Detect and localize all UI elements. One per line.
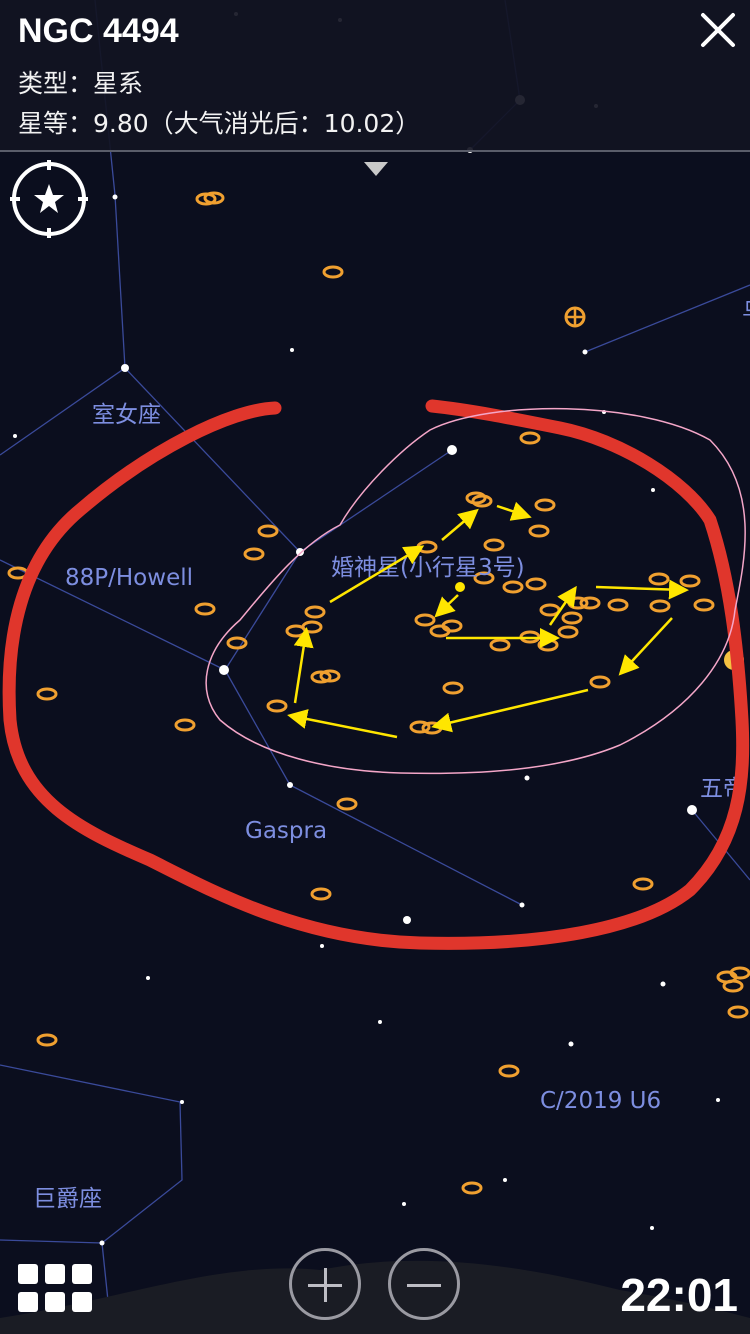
label-c2019-u6[interactable]: C/2019 U6 <box>540 1088 661 1114</box>
label-gaspra[interactable]: Gaspra <box>245 818 327 844</box>
label-virgo[interactable]: 室女座 <box>92 402 161 428</box>
star-target-icon[interactable] <box>10 160 88 238</box>
clock: 22:01 <box>620 1269 738 1321</box>
planet-marker <box>564 306 586 328</box>
close-icon[interactable] <box>698 10 738 50</box>
annotation-pink-outline <box>205 407 746 775</box>
object-magnitude: 星等：9.80（大气消光后：10.02） <box>18 109 421 138</box>
grid-menu-icon[interactable] <box>18 1264 92 1314</box>
annotation-arrows <box>287 501 689 739</box>
label-bootes[interactable]: 巨爵座 <box>33 1186 102 1212</box>
zoom-out-button[interactable] <box>388 1248 460 1320</box>
galaxy-markers <box>7 191 750 1195</box>
label-88p-howell[interactable]: 88P/Howell <box>65 565 193 591</box>
label-juno[interactable]: 婚神星(小行星3号) <box>331 555 525 581</box>
juno-dot <box>455 582 465 592</box>
label-edge[interactable]: 乌 <box>742 298 750 324</box>
stars <box>13 12 720 1268</box>
annotation-red-circle <box>2 399 750 950</box>
horizon <box>0 1260 750 1334</box>
zoom-in-button[interactable] <box>289 1248 361 1320</box>
collapse-panel-icon[interactable] <box>364 162 388 176</box>
object-type: 类型：星系 <box>18 69 144 98</box>
object-title: NGC 4494 <box>18 12 179 50</box>
object-info-panel: NGC 4494 类型：星系 星等：9.80（大气消光后：10.02） <box>0 0 750 152</box>
